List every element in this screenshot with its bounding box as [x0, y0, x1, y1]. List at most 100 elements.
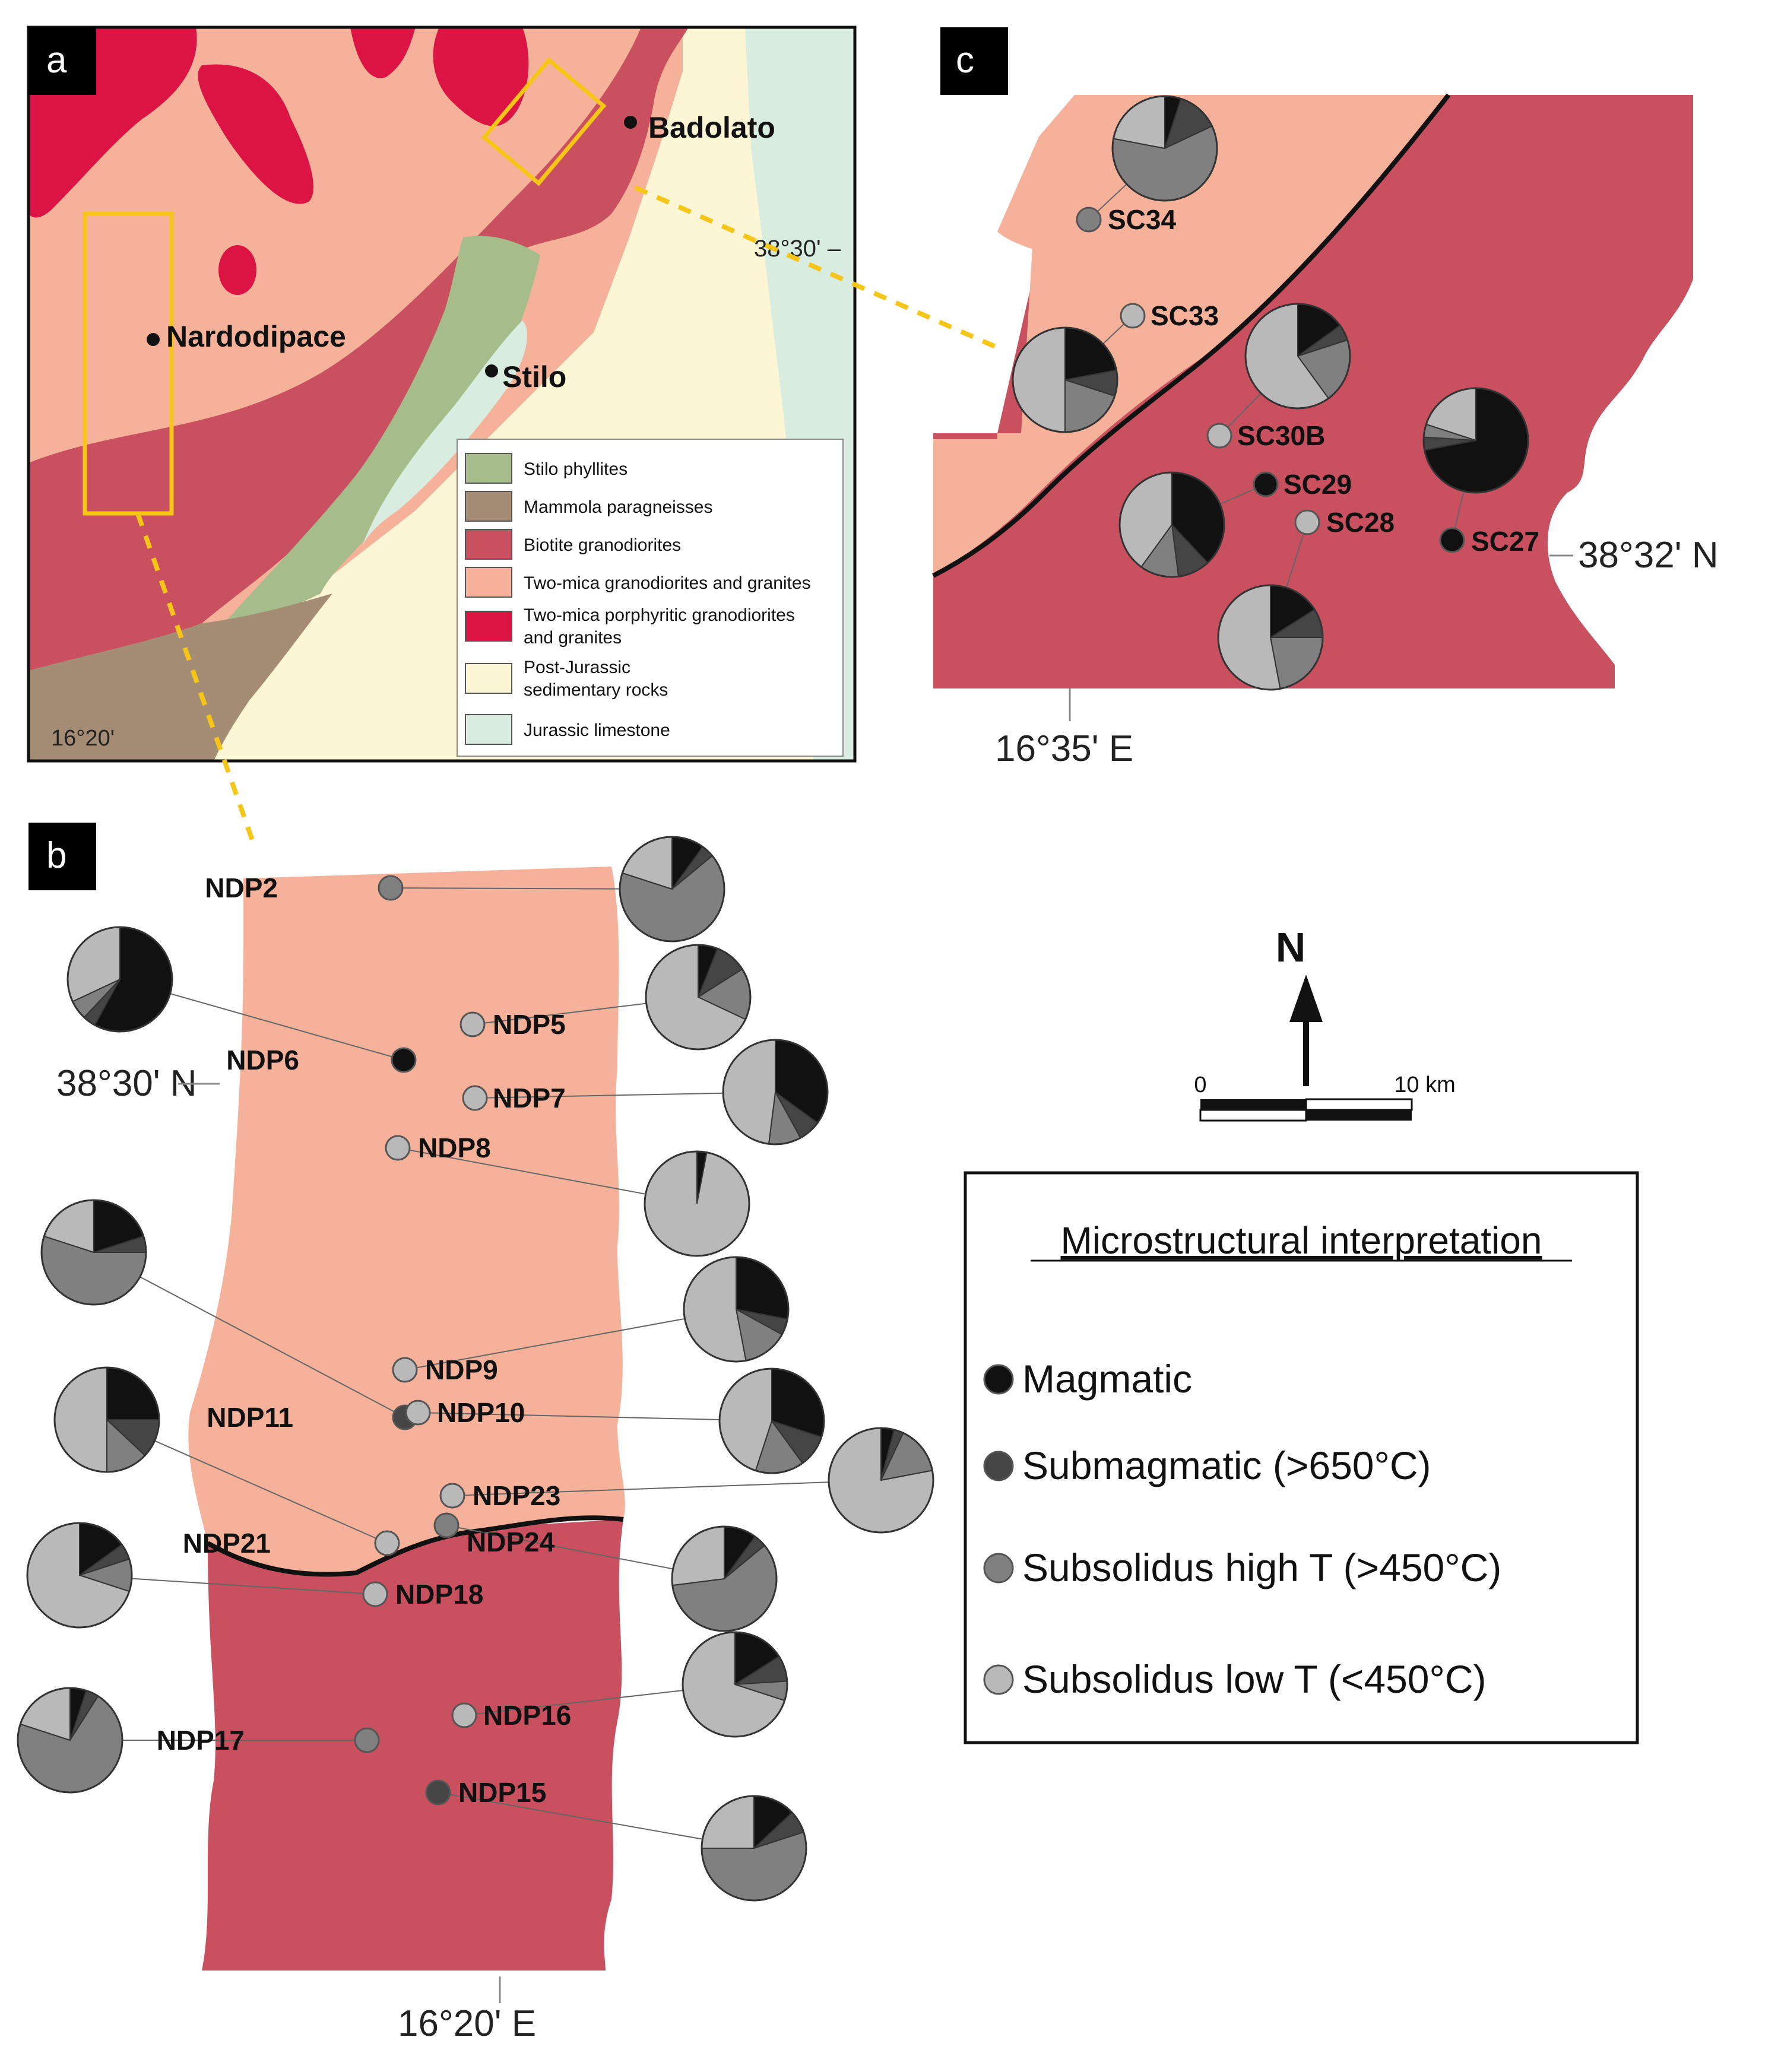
site-marker-SC29	[1253, 471, 1279, 497]
site-SC34: SC34	[1076, 95, 1218, 235]
microstructure-swatch-submagmatic	[983, 1451, 1014, 1481]
scale-bar-white-2	[1199, 1109, 1307, 1122]
panel-c-tag	[940, 27, 1008, 95]
site-NDP15: NDP15	[425, 1777, 807, 1902]
panel-a-tag	[28, 27, 96, 95]
legend-label-post_jurassic: Post-Jurassic	[524, 658, 630, 677]
site-marker-NDP16	[451, 1702, 477, 1728]
site-label-NDP10: NDP10	[437, 1397, 525, 1428]
site-marker-NDP18	[362, 1581, 388, 1607]
area-mammola-paragneisses	[28, 594, 332, 761]
legend-label-two_mica_porphyritic-line2: and granites	[524, 628, 622, 648]
site-label-SC34: SC34	[1108, 204, 1176, 235]
map-c-contact	[932, 93, 1451, 578]
map-b-contact	[207, 1515, 624, 1577]
leader-a-to-b	[135, 512, 258, 850]
pie-outline-NDP8	[644, 1150, 750, 1257]
legend-label-two_mica: Two-mica granodiorites and granites	[524, 573, 811, 593]
legend-swatch-post_jurassic	[465, 663, 512, 694]
site-NDP5: NDP5	[459, 944, 752, 1051]
legend-swatch-biotite_granodiorites	[465, 529, 512, 560]
legend-label-post_jurassic-line2: sedimentary rocks	[524, 680, 668, 700]
scale-bar-black-2	[1306, 1110, 1412, 1121]
legend-swatch-stilo_phyllites	[465, 453, 512, 484]
site-label-SC28: SC28	[1326, 507, 1395, 538]
microstructure-legend-title: Microstructural interpretation	[1061, 1219, 1542, 1262]
microstructure-swatch-subsolidus_high	[983, 1553, 1014, 1584]
area-c-frame	[481, 57, 607, 186]
pie-outline-NDP9	[683, 1256, 790, 1363]
site-label-NDP24: NDP24	[467, 1527, 555, 1557]
site-NDP21: NDP21	[53, 1366, 400, 1559]
site-SC27: SC27	[1422, 387, 1539, 557]
site-NDP10: NDP10	[405, 1367, 825, 1474]
site-label-NDP23: NDP23	[473, 1480, 560, 1511]
site-SC28: SC28	[1217, 507, 1395, 691]
site-label-NDP21: NDP21	[183, 1528, 271, 1559]
legend-label-mammola_paragneisses: Mammola paragneisses	[524, 497, 712, 517]
legend-label-two_mica_porphyritic: Two-mica porphyritic granodiorites	[524, 605, 795, 625]
pie-slice-NDP9-magmatic	[736, 1256, 789, 1320]
area-stilo-phyllites	[214, 236, 540, 635]
site-marker-NDP5	[459, 1011, 486, 1037]
site-label-SC27: SC27	[1471, 526, 1539, 557]
microstructure-legend-box	[964, 1171, 1639, 1744]
town-stilo: Stilo	[502, 360, 566, 394]
pie-outline-SC33	[1012, 326, 1118, 433]
site-marker-NDP23	[439, 1483, 465, 1509]
microstructure-swatch-magmatic	[983, 1364, 1014, 1395]
site-label-SC30B: SC30B	[1237, 420, 1325, 451]
pie-outline-SC28	[1217, 584, 1324, 691]
site-label-NDP8: NDP8	[418, 1132, 491, 1163]
pie-outline-SC30B	[1244, 303, 1351, 410]
site-marker-NDP17	[354, 1727, 380, 1753]
site-marker-NDP9	[392, 1357, 418, 1383]
pie-outline-NDP16	[682, 1631, 788, 1738]
site-label-SC29: SC29	[1284, 469, 1352, 500]
legend-swatch-two_mica_porphyritic	[465, 611, 512, 642]
scale-max: 10 km	[1394, 1073, 1455, 1097]
site-NDP16: NDP16	[451, 1631, 788, 1738]
site-NDP2: NDP2	[205, 836, 725, 943]
pie-outline-NDP11	[40, 1199, 147, 1306]
pie-outline-NDP21	[53, 1366, 160, 1473]
pie-slice-NDP24-subsolidus_low	[671, 1525, 725, 1586]
site-label-NDP16: NDP16	[483, 1700, 571, 1731]
pie-outline-NDP7	[722, 1039, 829, 1146]
scale-bar-black-1	[1200, 1099, 1306, 1110]
site-NDP8: NDP8	[385, 1132, 750, 1257]
site-marker-SC27	[1439, 527, 1465, 553]
microstructure-label-subsolidus_low: Subsolidus low T (<450°C)	[1022, 1657, 1487, 1701]
legend-swatch-jurassic_limestone	[465, 714, 512, 745]
site-marker-NDP21	[374, 1530, 400, 1556]
map-a-frame	[27, 26, 857, 763]
microstructure-swatch-subsolidus_low	[983, 1664, 1014, 1695]
site-marker-SC33	[1120, 303, 1146, 329]
site-marker-SC30B	[1206, 423, 1232, 449]
site-marker-NDP8	[385, 1135, 411, 1161]
scale-bar-white-1	[1305, 1098, 1413, 1111]
pie-outline-SC34	[1111, 95, 1218, 202]
panel-a-label: a	[46, 40, 67, 81]
site-NDP24: NDP24	[433, 1512, 778, 1632]
site-label-NDP2: NDP2	[205, 872, 278, 903]
pie-leader-NDP9	[404, 1309, 737, 1370]
site-NDP6: NDP6	[66, 926, 417, 1075]
panel-b-tag	[28, 823, 96, 890]
map-b-biotite-granodiorites	[202, 1519, 623, 1971]
leader-a-to-c	[634, 185, 1004, 353]
site-marker-NDP15	[425, 1779, 451, 1806]
site-label-SC33: SC33	[1151, 300, 1219, 331]
pie-slice-NDP21-subsolidus_low	[54, 1366, 107, 1473]
pie-outline-SC27	[1422, 387, 1529, 494]
pie-outline-NDP23	[828, 1427, 934, 1534]
pie-leader-NDP11	[93, 1252, 405, 1418]
site-marker-NDP2	[378, 875, 404, 901]
map-b-lat-label: 38°30' N	[56, 1063, 197, 1104]
site-SC29: SC29	[1118, 469, 1352, 578]
site-marker-NDP7	[462, 1085, 488, 1111]
map-c-lon-label: 16°35' E	[995, 728, 1133, 769]
